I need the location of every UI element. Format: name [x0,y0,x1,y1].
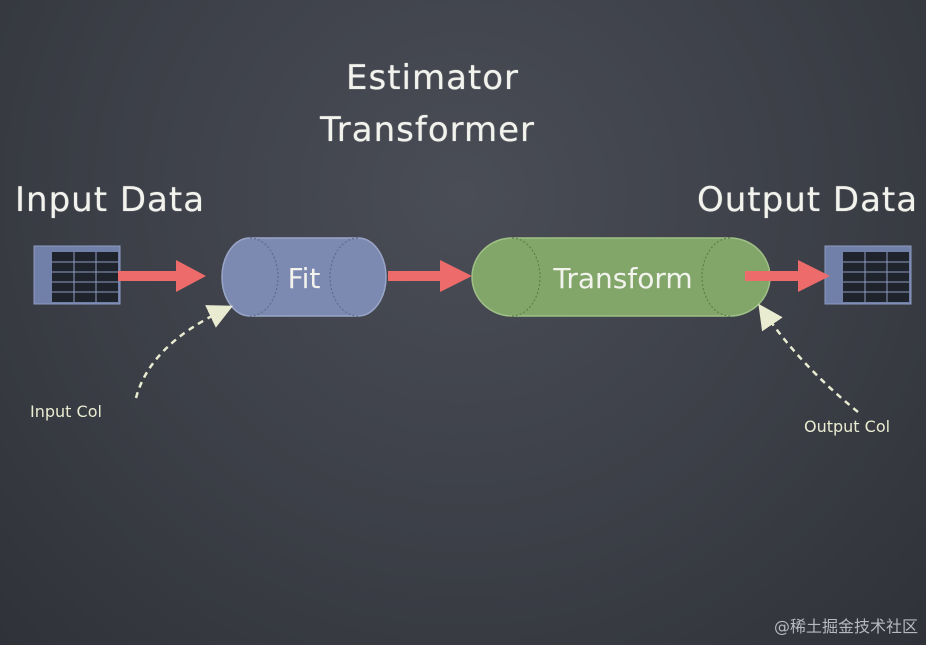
output-col-label: Output Col [804,417,891,436]
fit-label: Fit [287,262,321,295]
input-table-icon [33,245,121,305]
arrow-input-to-fit [118,260,206,292]
arrow-fit-to-transform [388,260,472,292]
transform-cylinder [471,237,771,317]
transformer-title: Transformer [320,110,536,150]
arrow-transform-to-output [745,260,830,292]
output-data-heading: Output Data [697,180,919,220]
output-table-icon [824,245,912,305]
transform-label: Transform [553,262,693,295]
fit-cylinder [221,237,387,317]
estimator-title: Estimator [346,58,520,98]
input-col-label: Input Col [30,402,102,421]
dashed-arrow-input-col [134,305,234,399]
input-data-heading: Input Data [15,180,206,220]
watermark-text: @稀土掘金技术社区 [773,617,918,636]
dashed-arrow-output-col [758,303,859,413]
